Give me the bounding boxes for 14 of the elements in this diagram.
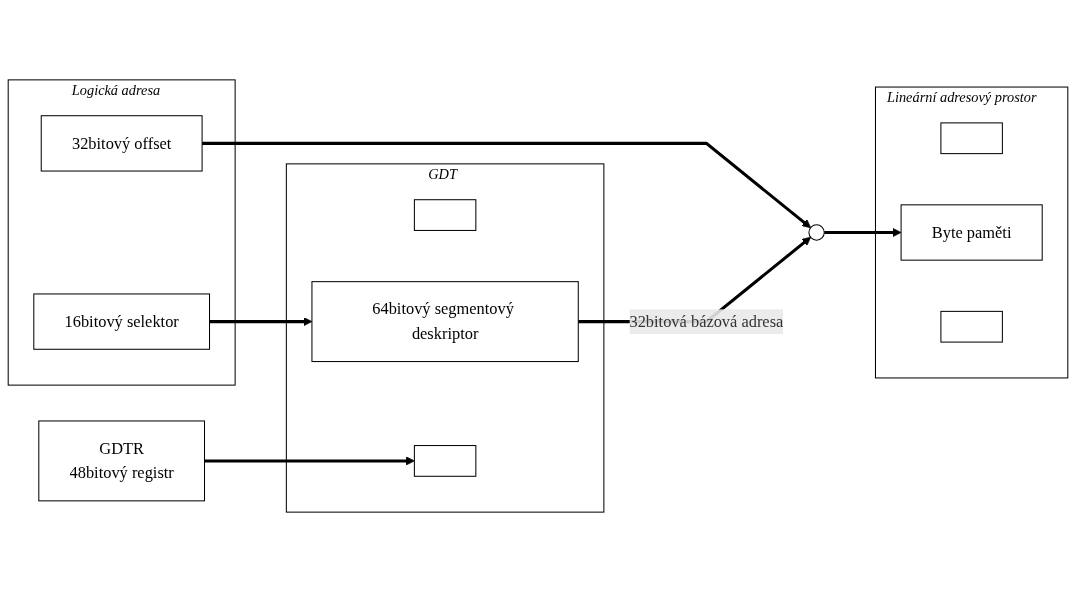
node-box: Byte paměti	[900, 204, 1043, 261]
node-circle	[808, 224, 825, 241]
node-box	[940, 122, 1003, 155]
edge-label: 32bitová bázová adresa	[629, 312, 784, 330]
arrow	[824, 228, 902, 237]
node-box: 64bitový segmentový deskriptor	[311, 281, 579, 363]
node-box	[413, 445, 477, 477]
node-box: 32bitový offset	[40, 115, 203, 172]
arrow	[202, 141, 811, 229]
node-box: GDTR 48bitový registr	[38, 420, 205, 502]
node-box: 16bitový selektor	[33, 293, 211, 350]
node-box	[940, 310, 1003, 343]
node-box	[413, 199, 477, 231]
arrow	[204, 456, 415, 466]
